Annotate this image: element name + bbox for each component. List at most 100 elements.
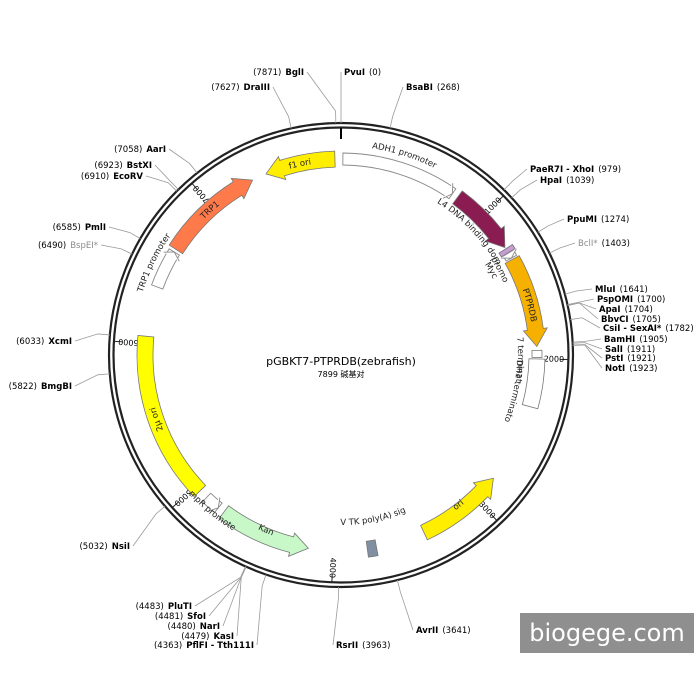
site-position: (1039) (566, 176, 594, 186)
site-bbvci[interactable]: BbvCI (1705) (567, 302, 661, 325)
site-rsrii[interactable]: RsrII(3963) (332, 586, 390, 651)
site-apai[interactable]: ApaI(1704) (567, 302, 653, 315)
site-name: PluTI (168, 602, 192, 612)
site-leader-line (503, 168, 528, 191)
site-label: (4480) NarI (168, 622, 220, 632)
site-name: SalI (605, 345, 623, 355)
site-position: (6923) (94, 161, 122, 171)
site-kasi[interactable]: (4479)KasI (181, 566, 247, 642)
site-draiii[interactable]: (7627)DraIII (211, 83, 292, 129)
feature-label-hsv-tk: HSV TK poly(A) signal (0, 0, 407, 528)
site-label: (4483)PluTI (136, 602, 192, 612)
tick-label-2000: 2000 (544, 355, 565, 364)
feature-ori[interactable] (420, 477, 494, 541)
site-position: (6490) (38, 241, 66, 251)
site-position: (1911) (627, 345, 655, 355)
site-nari[interactable]: (4480) NarI (168, 566, 247, 632)
feature-trp1-promoter-head (163, 251, 180, 262)
site-leader-line (549, 242, 576, 254)
site-pvui[interactable]: PvuI(0) (340, 68, 381, 123)
feature-kan[interactable] (218, 505, 310, 557)
site-leader-line (572, 344, 603, 369)
site-name: PaeR7I - XhoI (530, 165, 594, 175)
features (136, 150, 548, 558)
site-label: CsiI - SexAI*(1782) (603, 324, 694, 334)
site-ppumi[interactable]: PpuMI(1274) (537, 215, 629, 233)
feature-2-ori[interactable] (136, 334, 207, 498)
site-aari[interactable]: (7058)AarI (114, 145, 198, 174)
site-position: (3641) (442, 626, 470, 636)
site-sfoi[interactable]: (4481)SfoI (155, 566, 247, 622)
site-name: NotI (605, 364, 625, 374)
site-position: (7871) (253, 68, 281, 78)
feature-hsv-tk-poly-a-signal[interactable] (365, 539, 379, 558)
site-leader-line (236, 566, 247, 637)
site-name: PvuI (344, 68, 365, 78)
site-name: BmgBI (41, 382, 72, 392)
site-pflfi-tth111i[interactable]: (4363)PflFI - Tth111I (154, 574, 267, 651)
site-position: (6585) (53, 223, 81, 233)
site-position: (1782) (665, 324, 693, 334)
site-bgli[interactable]: (7871)BglI (253, 68, 337, 124)
site-hpai[interactable]: HpaI(1039) (511, 176, 595, 199)
feature-trp1[interactable] (168, 177, 254, 255)
site-pluti[interactable]: (4483)PluTI (136, 566, 246, 612)
site-position: (1700) (637, 295, 665, 305)
site-name: CsiI - SexAI* (603, 324, 662, 334)
site-pmli[interactable]: (6585) PmlI (53, 223, 141, 239)
feature-adh1-promoter[interactable] (342, 152, 457, 200)
site-bspei[interactable]: (6490)BspEI* (38, 241, 133, 255)
site-position: (4363) (154, 641, 182, 651)
site-position: (979) (598, 165, 621, 175)
site-label: PaeR7I - XhoI (979) (530, 165, 621, 175)
feature-f1-ori[interactable] (265, 150, 336, 181)
site-paer7i-xhoi[interactable]: PaeR7I - XhoI (979) (503, 165, 621, 191)
site-bmgbi[interactable]: (5822)BmgBI (9, 373, 110, 392)
site-label: (5822)BmgBI (9, 382, 72, 392)
site-sali[interactable]: SalI (1911) (572, 342, 656, 355)
site-label: (6910)EcoRV (81, 172, 143, 182)
feature-t7-terminator[interactable] (531, 349, 543, 358)
site-name: AarI (146, 145, 166, 155)
site-label: BsaBI(268) (406, 83, 460, 93)
site-position: (1705) (633, 315, 661, 325)
site-leader-line (74, 333, 110, 342)
site-position: (1921) (627, 354, 655, 364)
site-name: NarI (200, 622, 220, 632)
site-bstxi[interactable]: (6923)BstXI (94, 161, 179, 190)
site-label: BamHI(1905) (604, 335, 668, 345)
site-ecorv[interactable]: (6910)EcoRV (81, 172, 178, 192)
site-csii-sexai[interactable]: CsiI - SexAI*(1782) (570, 317, 694, 334)
site-bamhi[interactable]: BamHI(1905) (572, 335, 668, 345)
site-bsabi[interactable]: BsaBI(268) (389, 83, 460, 129)
site-position: (4480) (168, 622, 196, 632)
site-label: (7871)BglI (253, 68, 304, 78)
site-label: BbvCI (1705) (601, 315, 661, 325)
feature-ptprdb[interactable] (504, 255, 548, 348)
feature-trp1-promoter[interactable] (150, 248, 180, 290)
plasmid-name: pGBKT7-PTPRDB(zebrafish) (266, 355, 416, 368)
site-avrii[interactable]: AvrII(3641) (396, 579, 471, 636)
site-name: PmlI (85, 223, 106, 233)
site-noti[interactable]: NotI(1923) (572, 344, 658, 374)
site-leader-line (306, 71, 337, 124)
feature-adh1-promoter-head (442, 183, 454, 199)
tick-label-6000: 6000 (118, 337, 139, 347)
site-name: SfoI (187, 612, 206, 622)
feature-myc[interactable] (498, 243, 516, 258)
site-nsii[interactable]: (5032)NsiI (79, 505, 166, 552)
site-mlui[interactable]: MluI(1641) (564, 285, 648, 295)
site-bcli[interactable]: BclI*(1403) (549, 239, 630, 254)
site-leader-line (567, 302, 599, 320)
site-xcmi[interactable]: (6033)XcmI (16, 333, 110, 347)
feature-gal4-dna-binding-domain[interactable] (452, 190, 506, 249)
site-leader-line (570, 317, 601, 329)
site-name: BbvCI (601, 315, 629, 325)
feature-adh1-terminator[interactable] (521, 358, 546, 410)
site-leader-line (256, 574, 267, 646)
restriction-sites: (7871)BglI PvuI(0) (7627)DraIII BsaBI(268) (… (9, 68, 694, 651)
feature-t7-promoter-head (500, 248, 517, 259)
site-pspomi[interactable]: PspOMI(1700) (567, 295, 665, 306)
site-position: (3963) (362, 641, 390, 651)
